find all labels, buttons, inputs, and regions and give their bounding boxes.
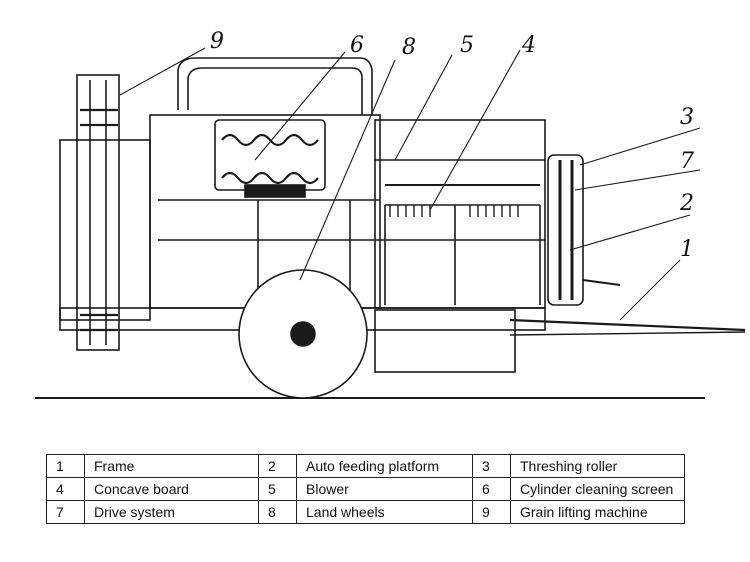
callout-labels: 9 6 8 5 4 3 7 2 1 — [210, 29, 694, 262]
legend-num: 6 — [472, 477, 511, 501]
callout-1: 1 — [680, 237, 694, 262]
legend-name: Concave board — [84, 477, 259, 501]
legend-num: 7 — [46, 500, 85, 524]
callout-2: 2 — [679, 191, 694, 216]
legend-num: 3 — [472, 454, 511, 478]
feeding-platform — [509, 318, 746, 332]
threshing-core — [244, 184, 306, 198]
thresher-diagram: 9 6 8 5 4 3 7 2 1 — [35, 29, 746, 399]
leader-lines — [119, 47, 701, 321]
drive-pulleys — [547, 154, 584, 306]
legend-num: 1 — [46, 454, 85, 478]
legend-name: Auto feeding platform — [296, 454, 473, 478]
legend-name: Grain lifting machine — [510, 500, 685, 524]
legend-num: 5 — [258, 477, 297, 501]
machine-body — [149, 114, 381, 309]
legend-name: Threshing roller — [510, 454, 685, 478]
legend-row: 4 Concave board 5 Blower 6 Cylinder clea… — [46, 477, 685, 501]
threshing-teeth — [389, 205, 519, 217]
rear-housing — [374, 119, 546, 309]
parts-legend: 1 Frame 2 Auto feeding platform 3 Thresh… — [46, 454, 685, 524]
legend-name: Drive system — [84, 500, 259, 524]
callout-9: 9 — [210, 29, 224, 54]
legend-name: Cylinder cleaning screen — [510, 477, 685, 501]
legend-num: 2 — [258, 454, 297, 478]
legend-name: Land wheels — [296, 500, 473, 524]
callout-8: 8 — [402, 35, 416, 60]
callout-6: 6 — [350, 33, 364, 58]
callout-3: 3 — [680, 105, 694, 130]
feeding-box — [374, 309, 516, 373]
legend-name: Blower — [296, 477, 473, 501]
legend-row: 7 Drive system 8 Land wheels 9 Grain lif… — [46, 500, 685, 524]
legend-row: 1 Frame 2 Auto feeding platform 3 Thresh… — [46, 454, 685, 478]
callout-7: 7 — [680, 149, 694, 174]
legend-num: 8 — [258, 500, 297, 524]
blower-duct — [177, 57, 373, 115]
legend-name: Frame — [84, 454, 259, 478]
callout-5: 5 — [460, 33, 474, 58]
callout-4: 4 — [521, 33, 536, 58]
legend-num: 4 — [46, 477, 85, 501]
legend-num: 9 — [472, 500, 511, 524]
grain-elevator — [76, 74, 120, 351]
screw-ribs — [221, 133, 319, 185]
